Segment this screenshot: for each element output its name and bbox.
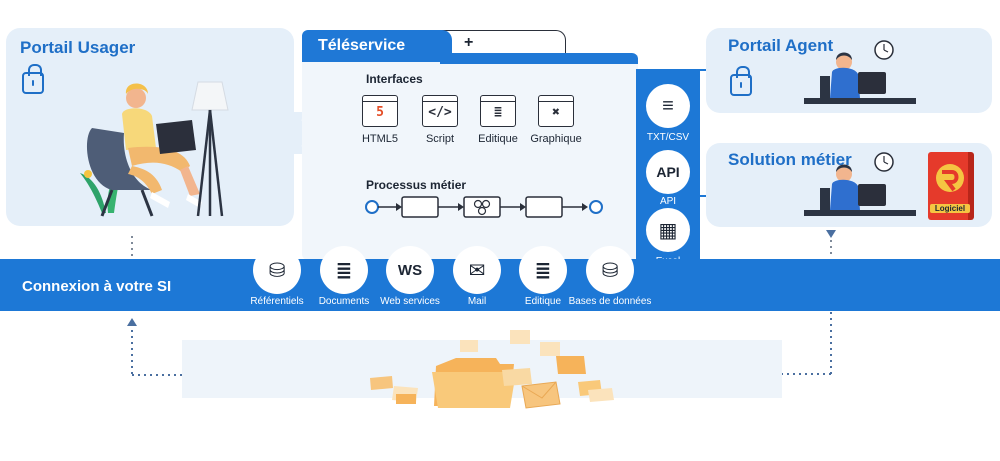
tile-glyph: ≣ [494,105,502,120]
process-heading: Processus métier [366,178,467,192]
mail-icon: ✉ [453,246,501,294]
spreadsheet-icon: ▦ [646,208,690,252]
portail-agent-title: Portail Agent [728,36,834,55]
si-item-label: Web services [380,296,440,307]
document-check-icon: ≣ [480,95,516,127]
web-services-icon: WS [386,246,434,294]
software-box-label: Logiciel [930,204,970,213]
user-at-laptop-illustration [80,81,229,217]
tile-title-bar [539,96,573,102]
si-item-glyph: ≣ [534,259,552,282]
database-icon: ⛁ [586,246,634,294]
tile-glyph: 5 [376,105,384,120]
lock-icon [22,64,44,94]
document-check-icon: ≣ [320,246,368,294]
agent-at-desk-illustration [804,152,916,216]
si-item-label: Documents [318,296,370,307]
text-file-icon: ≡ [646,84,690,128]
tile-title-bar [363,96,397,102]
interface-label: Script [425,133,455,145]
format-glyph: ≡ [662,94,674,117]
si-item-glyph: ⛁ [268,259,286,282]
si-item-label: Référentiels [250,296,304,307]
tile-glyph: ✖ [552,105,560,120]
solution-metier-title: Solution métier [728,150,852,169]
si-item-glyph: ✉ [468,259,486,282]
code-icon: </> [422,95,458,127]
portail-usager-title: Portail Usager [20,38,136,57]
teleservice-panel [302,55,638,260]
process-flow-diagram [365,196,603,218]
si-item-glyph: ≣ [335,259,353,282]
format-glyph: API [656,164,680,180]
si-item-label: Editique [524,296,562,307]
teleservice-title-bar [440,53,638,64]
si-band-title: Connexion à votre SI [22,278,172,295]
interfaces-heading: Interfaces [366,72,423,86]
graphic-icon: ✖ [538,95,574,127]
interface-label: Graphique [530,133,582,145]
format-label: TXT/CSV [646,132,690,143]
interface-label: HTML5 [361,133,399,145]
format-glyph: ▦ [658,219,678,242]
html5-icon: 5 [362,95,398,127]
tile-title-bar [481,96,515,102]
api-icon: API [646,150,690,194]
tile-glyph: </> [428,105,452,120]
agent-at-desk-illustration [804,40,916,104]
lock-icon [730,66,752,96]
format-label: API [659,196,677,207]
database-network-icon: ⛁ [253,246,301,294]
teleservice-title: Téléservice [318,37,406,54]
teleservice-tab-plus[interactable]: + [464,34,474,51]
si-item-label: Mail [467,296,487,307]
tile-title-bar [423,96,457,102]
interface-label: Editique [478,133,518,145]
si-item-glyph: WS [397,261,423,279]
folders-and-mails-illustration [370,330,614,409]
document-check-icon: ≣ [519,246,567,294]
teleservice-tab[interactable] [302,30,452,62]
si-item-label: Bases de données [568,296,652,307]
software-logo-icon [936,164,964,192]
si-item-glyph: ⛁ [601,259,619,282]
